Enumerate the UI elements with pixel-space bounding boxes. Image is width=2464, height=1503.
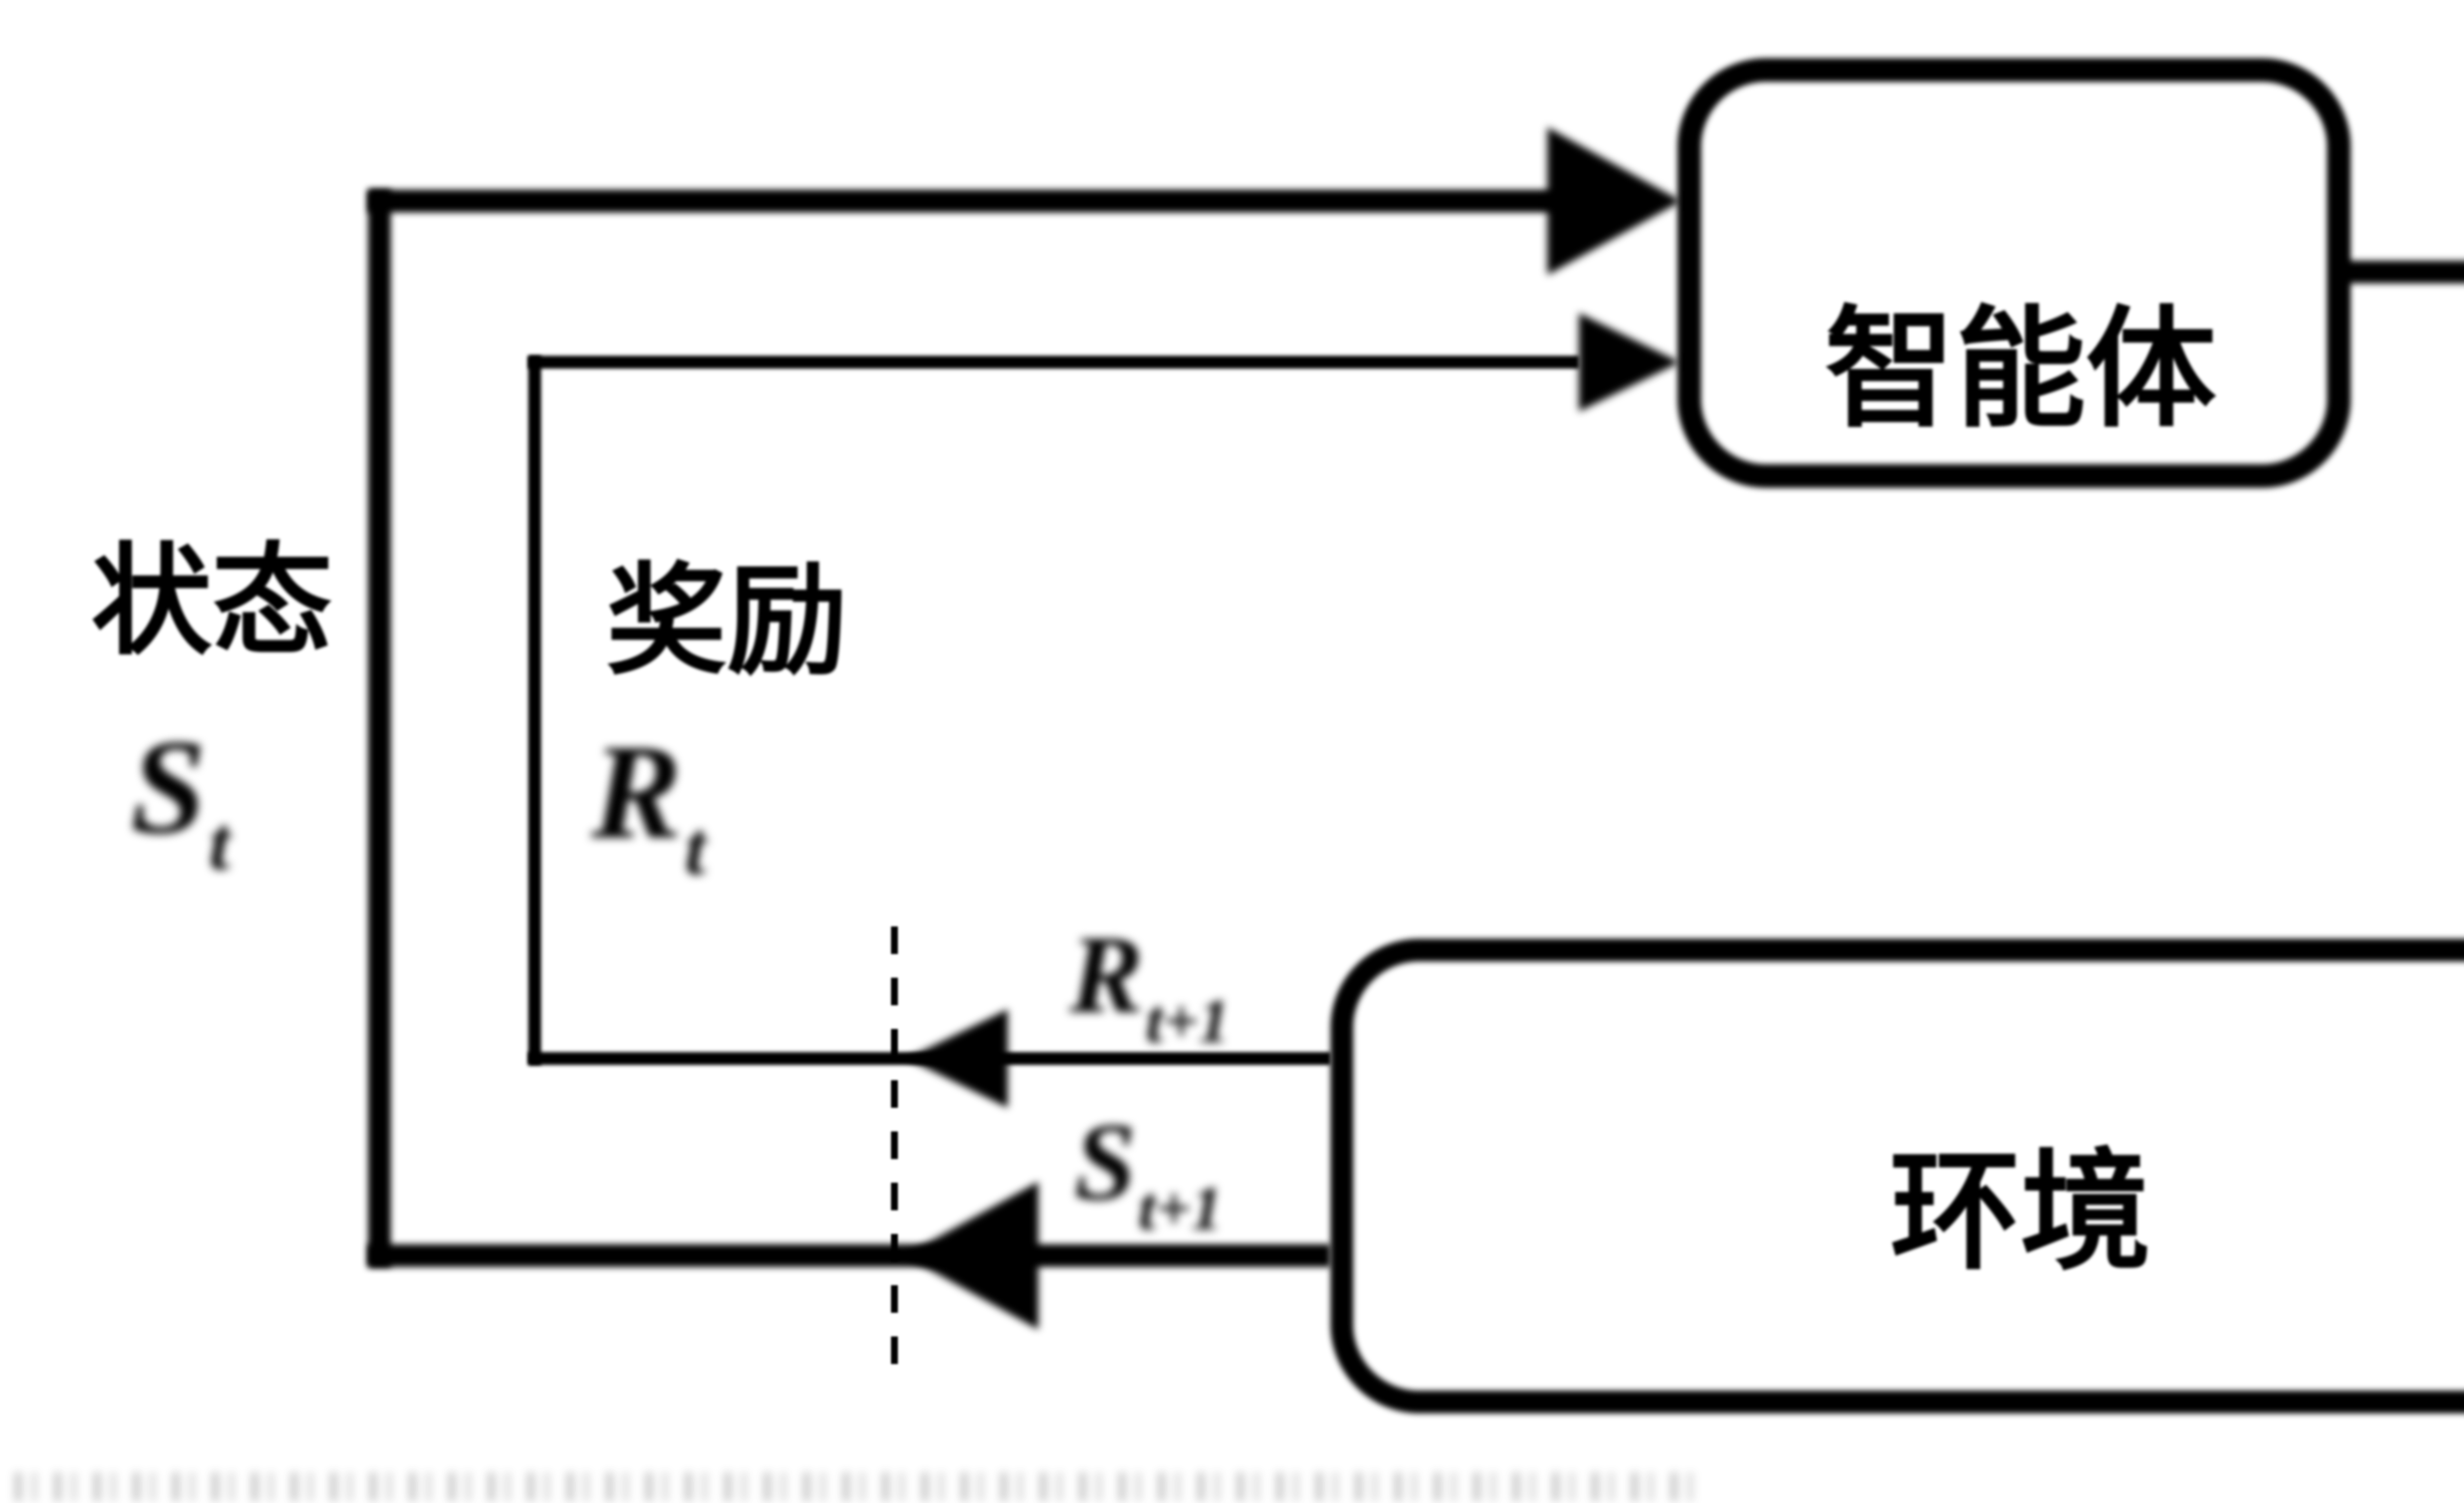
reward-loop-left-line [528, 356, 541, 1065]
reward-symbol-base: R [591, 717, 682, 867]
reward-loop-top-line [528, 356, 1579, 369]
state-symbol-subscript: t [209, 802, 230, 886]
next-reward-arrow-icon [907, 1009, 1008, 1108]
state-loop-top-line [368, 190, 1562, 212]
next-reward-subscript: t+1 [1146, 987, 1230, 1056]
next-state-arrow-icon [904, 1182, 1038, 1330]
next-reward-base: R [1069, 913, 1144, 1036]
environment-box [1331, 939, 2464, 1413]
reward-caption: 奖励 [606, 555, 848, 689]
state-symbol-base: S [131, 712, 206, 862]
agent-label: 智能体 [1824, 299, 2217, 443]
reward-arrow-into-agent-icon [1579, 313, 1680, 411]
next-state-base: S [1074, 1100, 1136, 1223]
state-symbol: St [131, 719, 230, 882]
time-step-dashed-line [891, 926, 898, 1380]
environment-label: 环境 [1890, 1141, 2151, 1286]
reward-symbol-subscript: t [684, 807, 706, 891]
cropped-caption-fragment [15, 1472, 1700, 1501]
next-state-subscript: t+1 [1138, 1174, 1222, 1243]
state-loop-bottom-line [368, 1244, 1331, 1267]
agent-box [1677, 58, 2351, 488]
state-arrow-into-agent-icon [1547, 127, 1681, 275]
state-caption: 状态 [91, 536, 333, 669]
reward-symbol: Rt [591, 724, 706, 887]
state-loop-left-line [368, 190, 391, 1267]
next-reward-label: Rt+1 [1069, 919, 1230, 1053]
next-state-label: St+1 [1074, 1106, 1222, 1240]
